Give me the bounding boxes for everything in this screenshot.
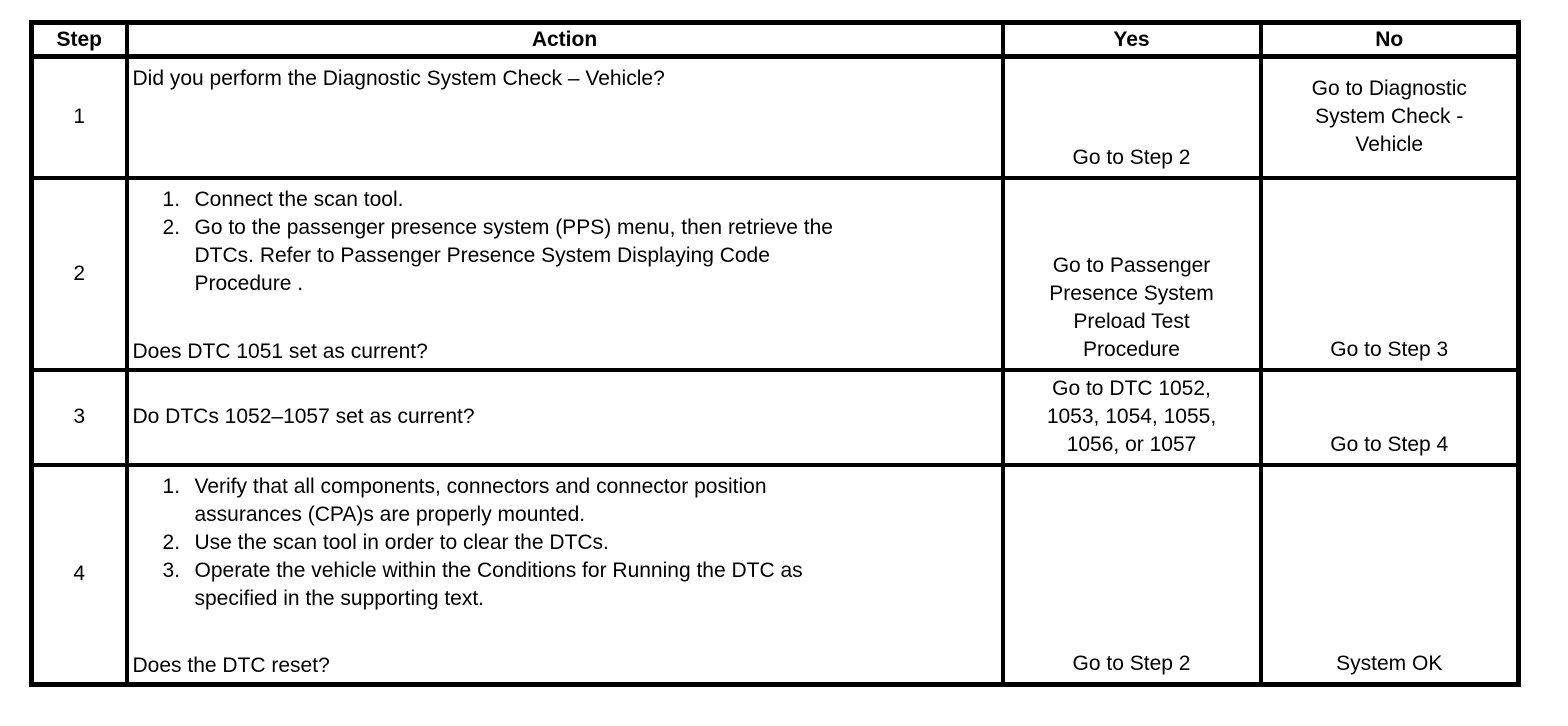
no-text: Go to Step 3 [1330, 337, 1449, 361]
no-text-line: Go to Diagnostic [1311, 77, 1467, 101]
yes-cell: Go to Step 2 [1000, 462, 1263, 687]
action-cell: Connect the scan tool. Go to the passeng… [124, 175, 1005, 372]
yes-cell: Go to Passenger Presence System Preload … [1000, 175, 1263, 372]
action-line: Connect the scan tool. [194, 187, 404, 211]
action-list-item: Verify that all components, connectors a… [133, 473, 995, 529]
column-header-no: No [1258, 20, 1521, 59]
step-number: 2 [29, 175, 129, 372]
no-text-line: Vehicle [1355, 133, 1424, 157]
action-question: Did you perform the Diagnostic System Ch… [132, 67, 665, 90]
column-header-action: Action [124, 20, 1005, 59]
yes-text-line: Presence System [1049, 281, 1214, 305]
yes-text-line: Go to DTC 1052, [1052, 377, 1211, 400]
table-row-step-1: 1 Did you perform the Diagnostic System … [29, 54, 1521, 180]
action-line: Procedure . [194, 271, 304, 295]
column-header-step: Step [29, 20, 129, 59]
action-cell: Do DTCs 1052–1057 set as current? [124, 367, 1005, 467]
action-line: specified in the supporting text. [194, 586, 485, 610]
yes-cell: Go to DTC 1052, 1053, 1054, 1055, 1056, … [1000, 367, 1263, 467]
no-text: Go to Diagnostic System Check - Vehicle [1265, 75, 1515, 159]
table-row-step-3: 3 Do DTCs 1052–1057 set as current? Go t… [29, 367, 1521, 467]
action-list-item: Go to the passenger presence system (PPS… [133, 214, 995, 298]
step-number: 4 [29, 462, 129, 687]
no-text-line: System Check - [1315, 105, 1464, 129]
action-line: assurances (CPA)s are properly mounted. [194, 502, 586, 526]
yes-text-line: Procedure [1083, 337, 1180, 361]
yes-text-line: Preload Test [1073, 309, 1190, 333]
yes-text: Go to Step 2 [1072, 652, 1191, 675]
header-row: Step Action Yes No [29, 20, 1521, 59]
no-cell: Go to Step 4 [1258, 367, 1521, 467]
no-cell: Go to Diagnostic System Check - Vehicle [1258, 54, 1521, 180]
step-number: 1 [29, 54, 129, 180]
action-question: Does the DTC reset? [132, 654, 330, 677]
table-row-step-4: 4 Verify that all components, connectors… [29, 462, 1521, 687]
action-question: Does DTC 1051 set as current? [132, 339, 428, 363]
yes-cell: Go to Step 2 [1000, 54, 1263, 180]
yes-text: Go to Step 2 [1072, 145, 1191, 169]
yes-text: Go to DTC 1052, 1053, 1054, 1055, 1056, … [1007, 375, 1257, 459]
action-list: Verify that all components, connectors a… [133, 473, 995, 613]
yes-text-line: 1053, 1054, 1055, [1046, 405, 1217, 428]
action-line: Go to the passenger presence system (PPS… [194, 215, 834, 239]
action-cell: Did you perform the Diagnostic System Ch… [124, 54, 1005, 180]
column-header-yes: Yes [1000, 20, 1263, 59]
action-question: Do DTCs 1052–1057 set as current? [132, 405, 475, 428]
step-number: 3 [29, 367, 129, 467]
yes-text-line: 1056, or 1057 [1066, 433, 1197, 456]
no-cell: Go to Step 3 [1258, 175, 1521, 372]
action-line: Operate the vehicle within the Condition… [194, 558, 803, 582]
action-list: Connect the scan tool. Go to the passeng… [133, 186, 995, 298]
action-list-item: Operate the vehicle within the Condition… [133, 557, 995, 613]
action-line: DTCs. Refer to Passenger Presence System… [194, 243, 770, 267]
action-line: Use the scan tool in order to clear the … [194, 530, 609, 554]
yes-text: Go to Passenger Presence System Preload … [1007, 252, 1257, 364]
action-line: Verify that all components, connectors a… [194, 474, 767, 498]
action-list-item: Connect the scan tool. [133, 186, 995, 214]
action-list-item: Use the scan tool in order to clear the … [133, 529, 995, 557]
table-row-step-2: 2 Connect the scan tool. Go to the passe… [29, 175, 1521, 372]
diagnostic-procedure-table: Step Action Yes No 1 Did you perform the… [29, 20, 1521, 687]
no-text: System OK [1336, 652, 1443, 675]
yes-text-line: Go to Passenger [1052, 253, 1211, 277]
no-cell: System OK [1258, 462, 1521, 687]
action-cell: Verify that all components, connectors a… [124, 462, 1005, 687]
no-text: Go to Step 4 [1330, 432, 1449, 456]
